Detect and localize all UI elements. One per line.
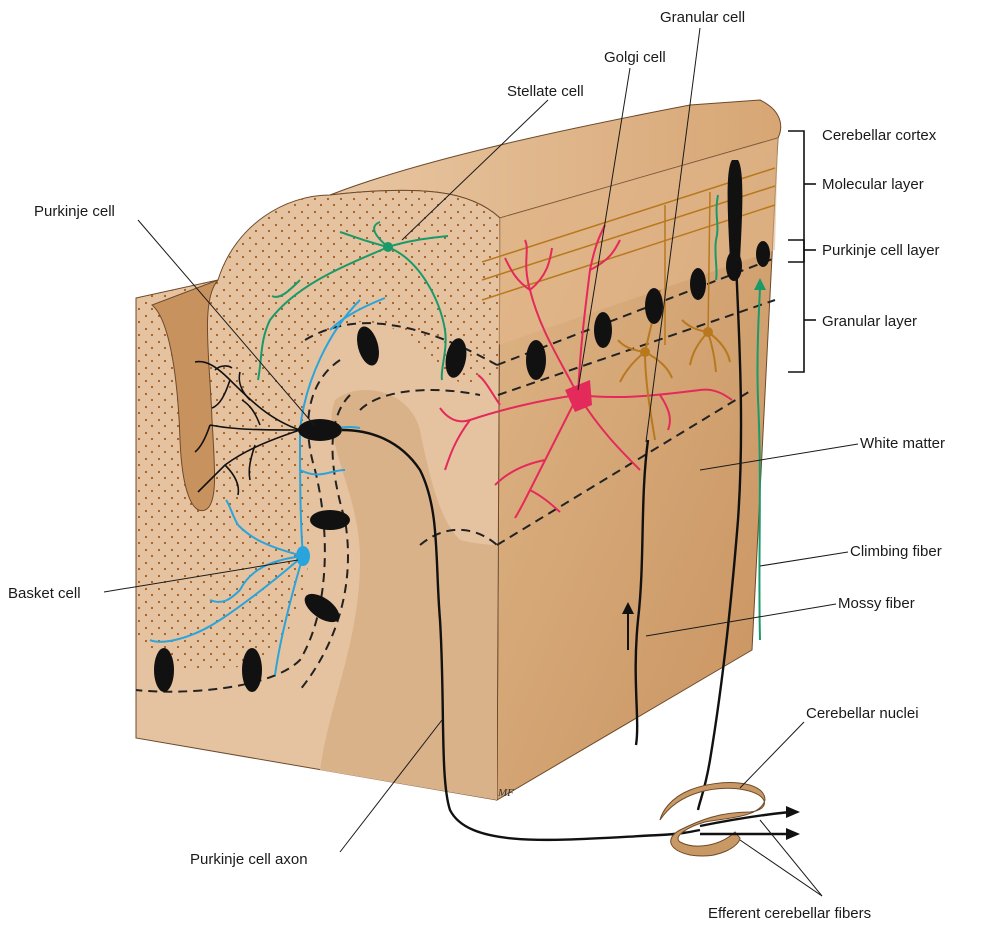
efferent-arrows [699, 806, 800, 840]
label-basket-cell: Basket cell [8, 585, 81, 602]
leader-lines [103, 27, 859, 897]
label-purkinje-cell-layer: Purkinje cell layer [822, 242, 940, 259]
golgi-cell [439, 224, 733, 519]
label-mossy-fiber: Mossy fiber [838, 595, 915, 612]
parallel-fibers [481, 167, 776, 345]
efferent-column [696, 160, 743, 811]
mossy-fiber [622, 439, 650, 746]
label-molecular-layer: Molecular layer [822, 176, 924, 193]
purkinje-cell-main [194, 360, 342, 496]
purkinje-cell-bodies [154, 241, 770, 692]
purkinje-axon [341, 428, 701, 842]
stellate-cell [257, 221, 449, 381]
labels: Granular cell Golgi cell Stellate cell P… [8, 9, 945, 922]
tissue-block [135, 99, 782, 801]
label-efferent-cerebellar-fibers: Efferent cerebellar fibers [708, 905, 871, 922]
layer-bracket [788, 130, 816, 373]
label-cerebellar-nuclei: Cerebellar nuclei [806, 705, 919, 722]
white-matter-core [320, 390, 497, 800]
sulcus [151, 279, 219, 512]
label-granular-cell: Granular cell [660, 9, 745, 26]
molecular-layer-stipple [136, 190, 500, 671]
label-climbing-fiber: Climbing fiber [850, 543, 942, 560]
cerebellar-nuclei [659, 782, 766, 857]
label-golgi-cell: Golgi cell [604, 49, 666, 66]
label-cerebellar-cortex: Cerebellar cortex [822, 127, 937, 144]
climbing-fiber [714, 194, 766, 641]
label-white-matter: White matter [860, 435, 945, 452]
label-purkinje-cell-axon: Purkinje cell axon [190, 851, 308, 868]
label-purkinje-cell: Purkinje cell [34, 203, 115, 220]
label-stellate-cell: Stellate cell [507, 83, 584, 100]
label-granular-layer: Granular layer [822, 313, 917, 330]
artist-signature: MF [497, 787, 514, 799]
